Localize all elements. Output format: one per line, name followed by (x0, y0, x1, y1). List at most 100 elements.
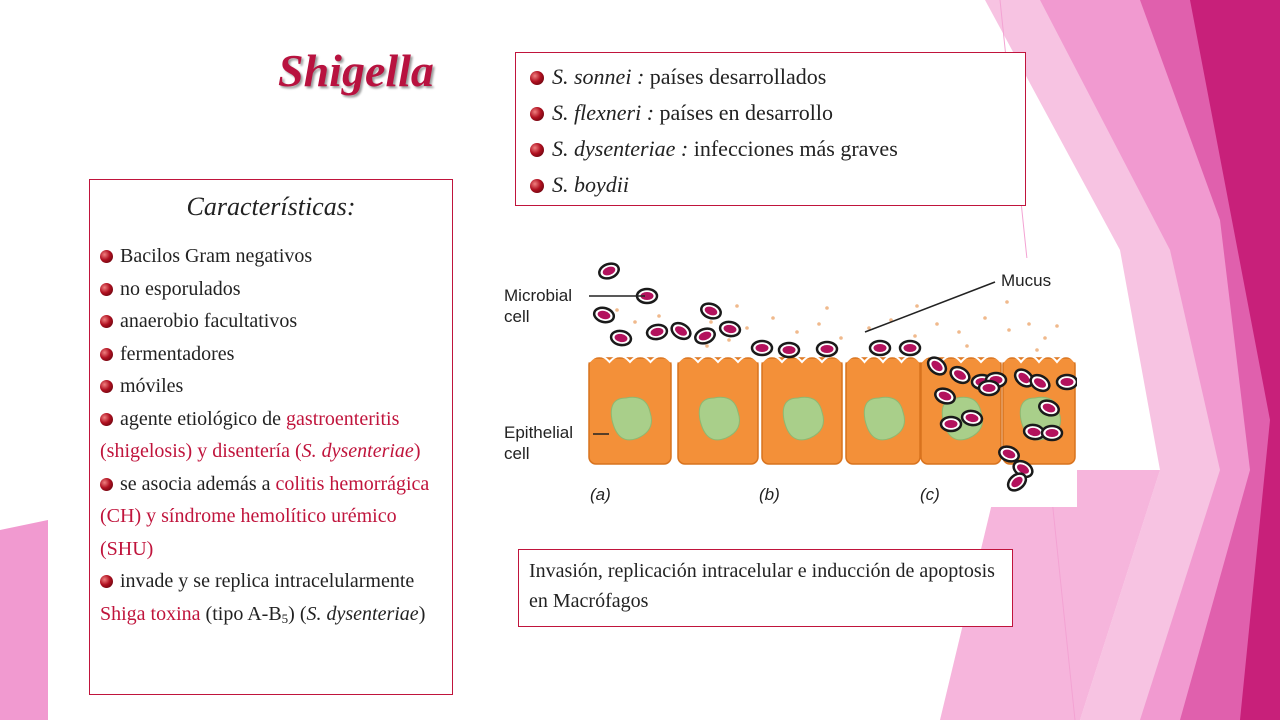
characteristics-box: Características: Bacilos Gram negativos … (89, 179, 453, 695)
mucus-speck (633, 320, 637, 324)
cell-nucleus (863, 396, 905, 441)
bullet-icon (100, 250, 113, 263)
species-box: S. sonnei : países desarrollados S. flex… (515, 52, 1026, 206)
panel-label-c: (c) (920, 485, 940, 504)
bacterium-cytoplasm (1060, 378, 1074, 386)
bacterium-cytoplasm (640, 292, 654, 300)
cell-nucleus (782, 396, 824, 441)
bacterium-cytoplasm (944, 420, 958, 428)
characteristic-item: fermentadores (100, 338, 446, 371)
mucus-speck (1007, 328, 1011, 332)
bacterium-cytoplasm (903, 344, 917, 352)
mucus-speck (915, 304, 919, 308)
mucus-speck (771, 316, 775, 320)
bacterium-cytoplasm (1034, 378, 1046, 388)
panel-label-a: (a) (590, 485, 611, 504)
mucus-speck (795, 330, 799, 334)
species-item: S. sonnei : países desarrollados (530, 59, 1025, 95)
characteristic-item: móviles (100, 370, 446, 403)
bacterium-cytoplasm (675, 326, 687, 336)
species-item: S. flexneri : países en desarrollo (530, 95, 1025, 131)
mucus-speck (935, 322, 939, 326)
mucus-speck (839, 336, 843, 340)
mucus-speck (1035, 348, 1039, 352)
mucus-speck (817, 322, 821, 326)
bacterium-cytoplasm (1011, 476, 1023, 488)
mucus-speck (745, 326, 749, 330)
mucus-speck (957, 330, 961, 334)
bullet-icon (530, 71, 544, 85)
bacterium-cytoplasm (1045, 429, 1059, 437)
species-item: S. boydii (530, 167, 1025, 203)
bullet-icon (100, 315, 113, 328)
bullet-icon (530, 143, 544, 157)
mucus-speck (1005, 300, 1009, 304)
characteristic-item: invade y se replica intracelularmente Sh… (100, 570, 426, 626)
microvilli-border (845, 355, 921, 364)
bacterium-cytoplasm (704, 306, 718, 316)
bacterium-cytoplasm (698, 331, 712, 341)
bacterium-cytoplasm (1017, 464, 1029, 474)
characteristic-item: agente etiológico de gastroenteritis (sh… (100, 407, 421, 462)
mucus-speck (727, 338, 731, 342)
slide-title: Shigella (278, 45, 434, 96)
mucus-speck (735, 304, 739, 308)
bullet-icon (100, 575, 113, 588)
characteristic-item: no esporulados (100, 273, 446, 306)
microvilli-border (677, 355, 759, 364)
mucus-speck (1055, 324, 1059, 328)
bacterium-cytoplasm (650, 327, 664, 337)
bullet-icon (100, 282, 113, 296)
epithelial-label: Epithelial (504, 423, 573, 442)
characteristics-list: Bacilos Gram negativos no esporulados an… (90, 240, 452, 635)
mucus-speck (913, 334, 917, 338)
mucus-speck (705, 344, 709, 348)
infection-diagram: Microbial cell Mucus Epithelial cell (a)… (497, 258, 1079, 507)
bacterium-cytoplasm (614, 333, 628, 343)
mucus-speck (1027, 322, 1031, 326)
bacterium-cytoplasm (1018, 372, 1030, 384)
bacterium-cytoplasm (597, 310, 611, 320)
bacterium-cytoplasm (931, 360, 943, 372)
bacterium-cytoplasm (755, 344, 769, 352)
microbial-label: cell (504, 307, 530, 326)
panel-label-b: (b) (759, 485, 780, 504)
bacterium-cytoplasm (938, 391, 952, 401)
bacterium-cytoplasm (723, 324, 737, 334)
bacterium-cytoplasm (820, 345, 834, 353)
bacterium-cytoplasm (982, 384, 996, 392)
bullet-icon (530, 107, 544, 121)
bullet-icon (100, 347, 113, 361)
mucus-speck (1043, 336, 1047, 340)
bacterium-cytoplasm (1027, 427, 1041, 437)
microbial-label: Microbial (504, 286, 572, 305)
cell-nucleus (610, 396, 652, 441)
bullet-icon (100, 380, 113, 393)
bacterium-cytoplasm (965, 413, 979, 423)
mucus-speck (825, 306, 829, 310)
characteristics-heading: Características: (186, 192, 356, 221)
mucus-speck (965, 344, 969, 348)
bullet-icon (100, 412, 113, 426)
bullet-icon (530, 179, 544, 193)
mucus-speck (867, 326, 871, 330)
bacterium-cytoplasm (954, 370, 966, 380)
bacterium-cytoplasm (873, 344, 887, 352)
mucus-label: Mucus (1001, 271, 1051, 290)
microvilli-border (1002, 355, 1076, 364)
characteristic-item: anaerobio facultativos (100, 305, 446, 338)
characteristic-item: se asocia además a colitis hemorrágica (… (100, 472, 430, 560)
cell-nucleus (698, 396, 740, 441)
species-item: S. dysenteriae : infecciones más graves (530, 131, 1025, 167)
bacterium-cytoplasm (1002, 449, 1016, 459)
characteristic-item: Bacilos Gram negativos (100, 240, 446, 273)
bacterium-cytoplasm (782, 346, 796, 354)
bacterium-cytoplasm (1042, 403, 1056, 413)
mucus-speck (657, 314, 661, 318)
caption-text: Invasión, replicación intracelular e ind… (529, 560, 995, 612)
microvilli-border (588, 355, 672, 364)
epithelial-label: cell (504, 444, 530, 463)
mucus-speck (983, 316, 987, 320)
mucus-speck (615, 308, 619, 312)
